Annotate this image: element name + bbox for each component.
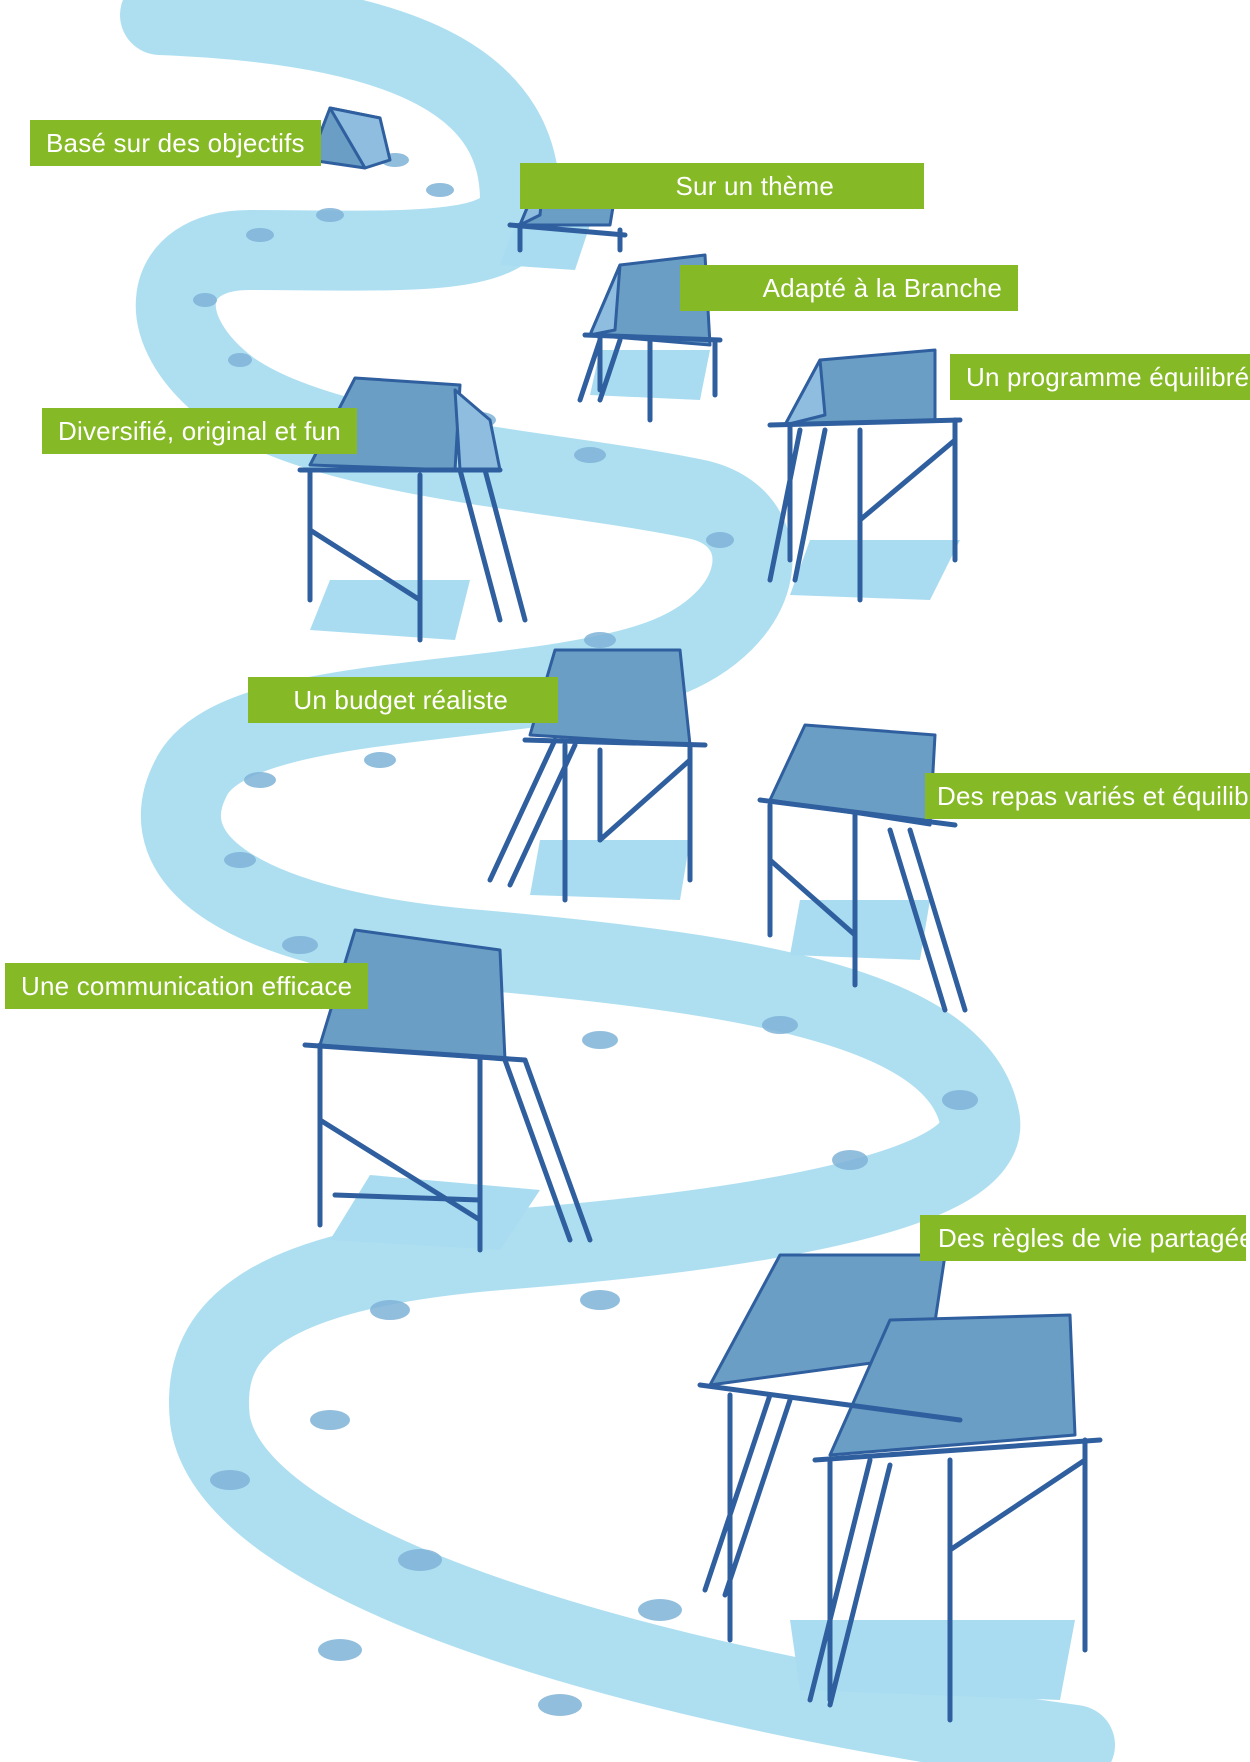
label-objectifs: Basé sur des objectifs bbox=[30, 120, 321, 166]
label-diversifie: Diversifié, original et fun bbox=[42, 408, 357, 454]
label-regles: Des règles de vie partagées bbox=[920, 1215, 1246, 1261]
label-programme: Un programme équilibré bbox=[950, 354, 1250, 400]
label-theme: Sur un thème bbox=[520, 163, 924, 209]
label-budget: Un budget réaliste bbox=[248, 677, 558, 723]
tent-ground bbox=[310, 108, 390, 168]
label-branche: Adapté à la Branche bbox=[680, 265, 1018, 311]
tent-programme bbox=[770, 350, 960, 600]
label-communication: Une communication efficace bbox=[5, 963, 368, 1009]
label-repas: Des repas variés et équilibrés bbox=[925, 773, 1250, 819]
